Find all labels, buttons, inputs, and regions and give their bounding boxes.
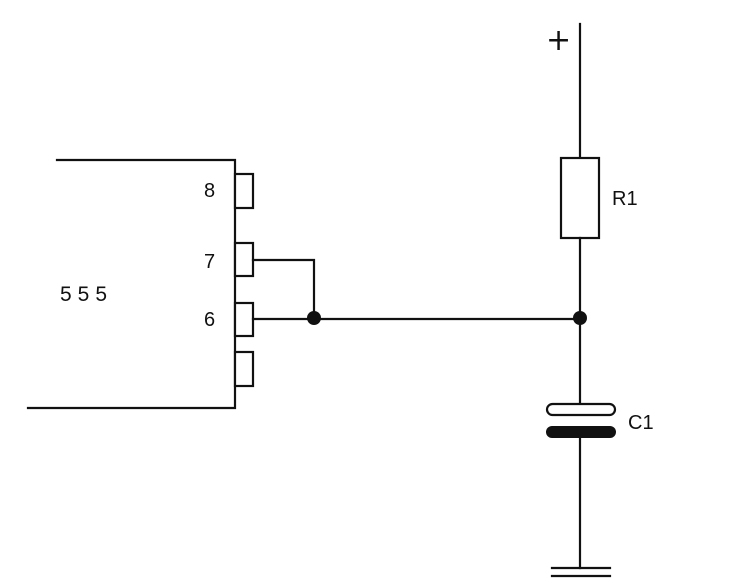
pin-7-label: 7 [204, 251, 215, 273]
resistor-r1-symbol [559, 156, 601, 240]
pin-8-label: 8 [204, 180, 215, 202]
pin-8-terminal [233, 172, 255, 210]
pin-7-terminal [233, 241, 255, 278]
junction-dot-left [307, 311, 321, 325]
pin-unlabeled-terminal [233, 350, 255, 388]
pin-6-label: 6 [204, 309, 215, 331]
pin-6-terminal [233, 301, 255, 338]
ic-label: 555 [60, 283, 113, 306]
positive-supply-symbol: + [546, 23, 571, 58]
ic-555-body [26, 158, 237, 410]
resistor-label: R1 [612, 188, 638, 210]
pin-7-link-wire [251, 258, 316, 320]
capacitor-plate-bottom [546, 426, 616, 438]
ground-symbol [550, 566, 612, 578]
capacitor-label: C1 [628, 412, 654, 434]
capacitor-plate-top [545, 402, 617, 417]
